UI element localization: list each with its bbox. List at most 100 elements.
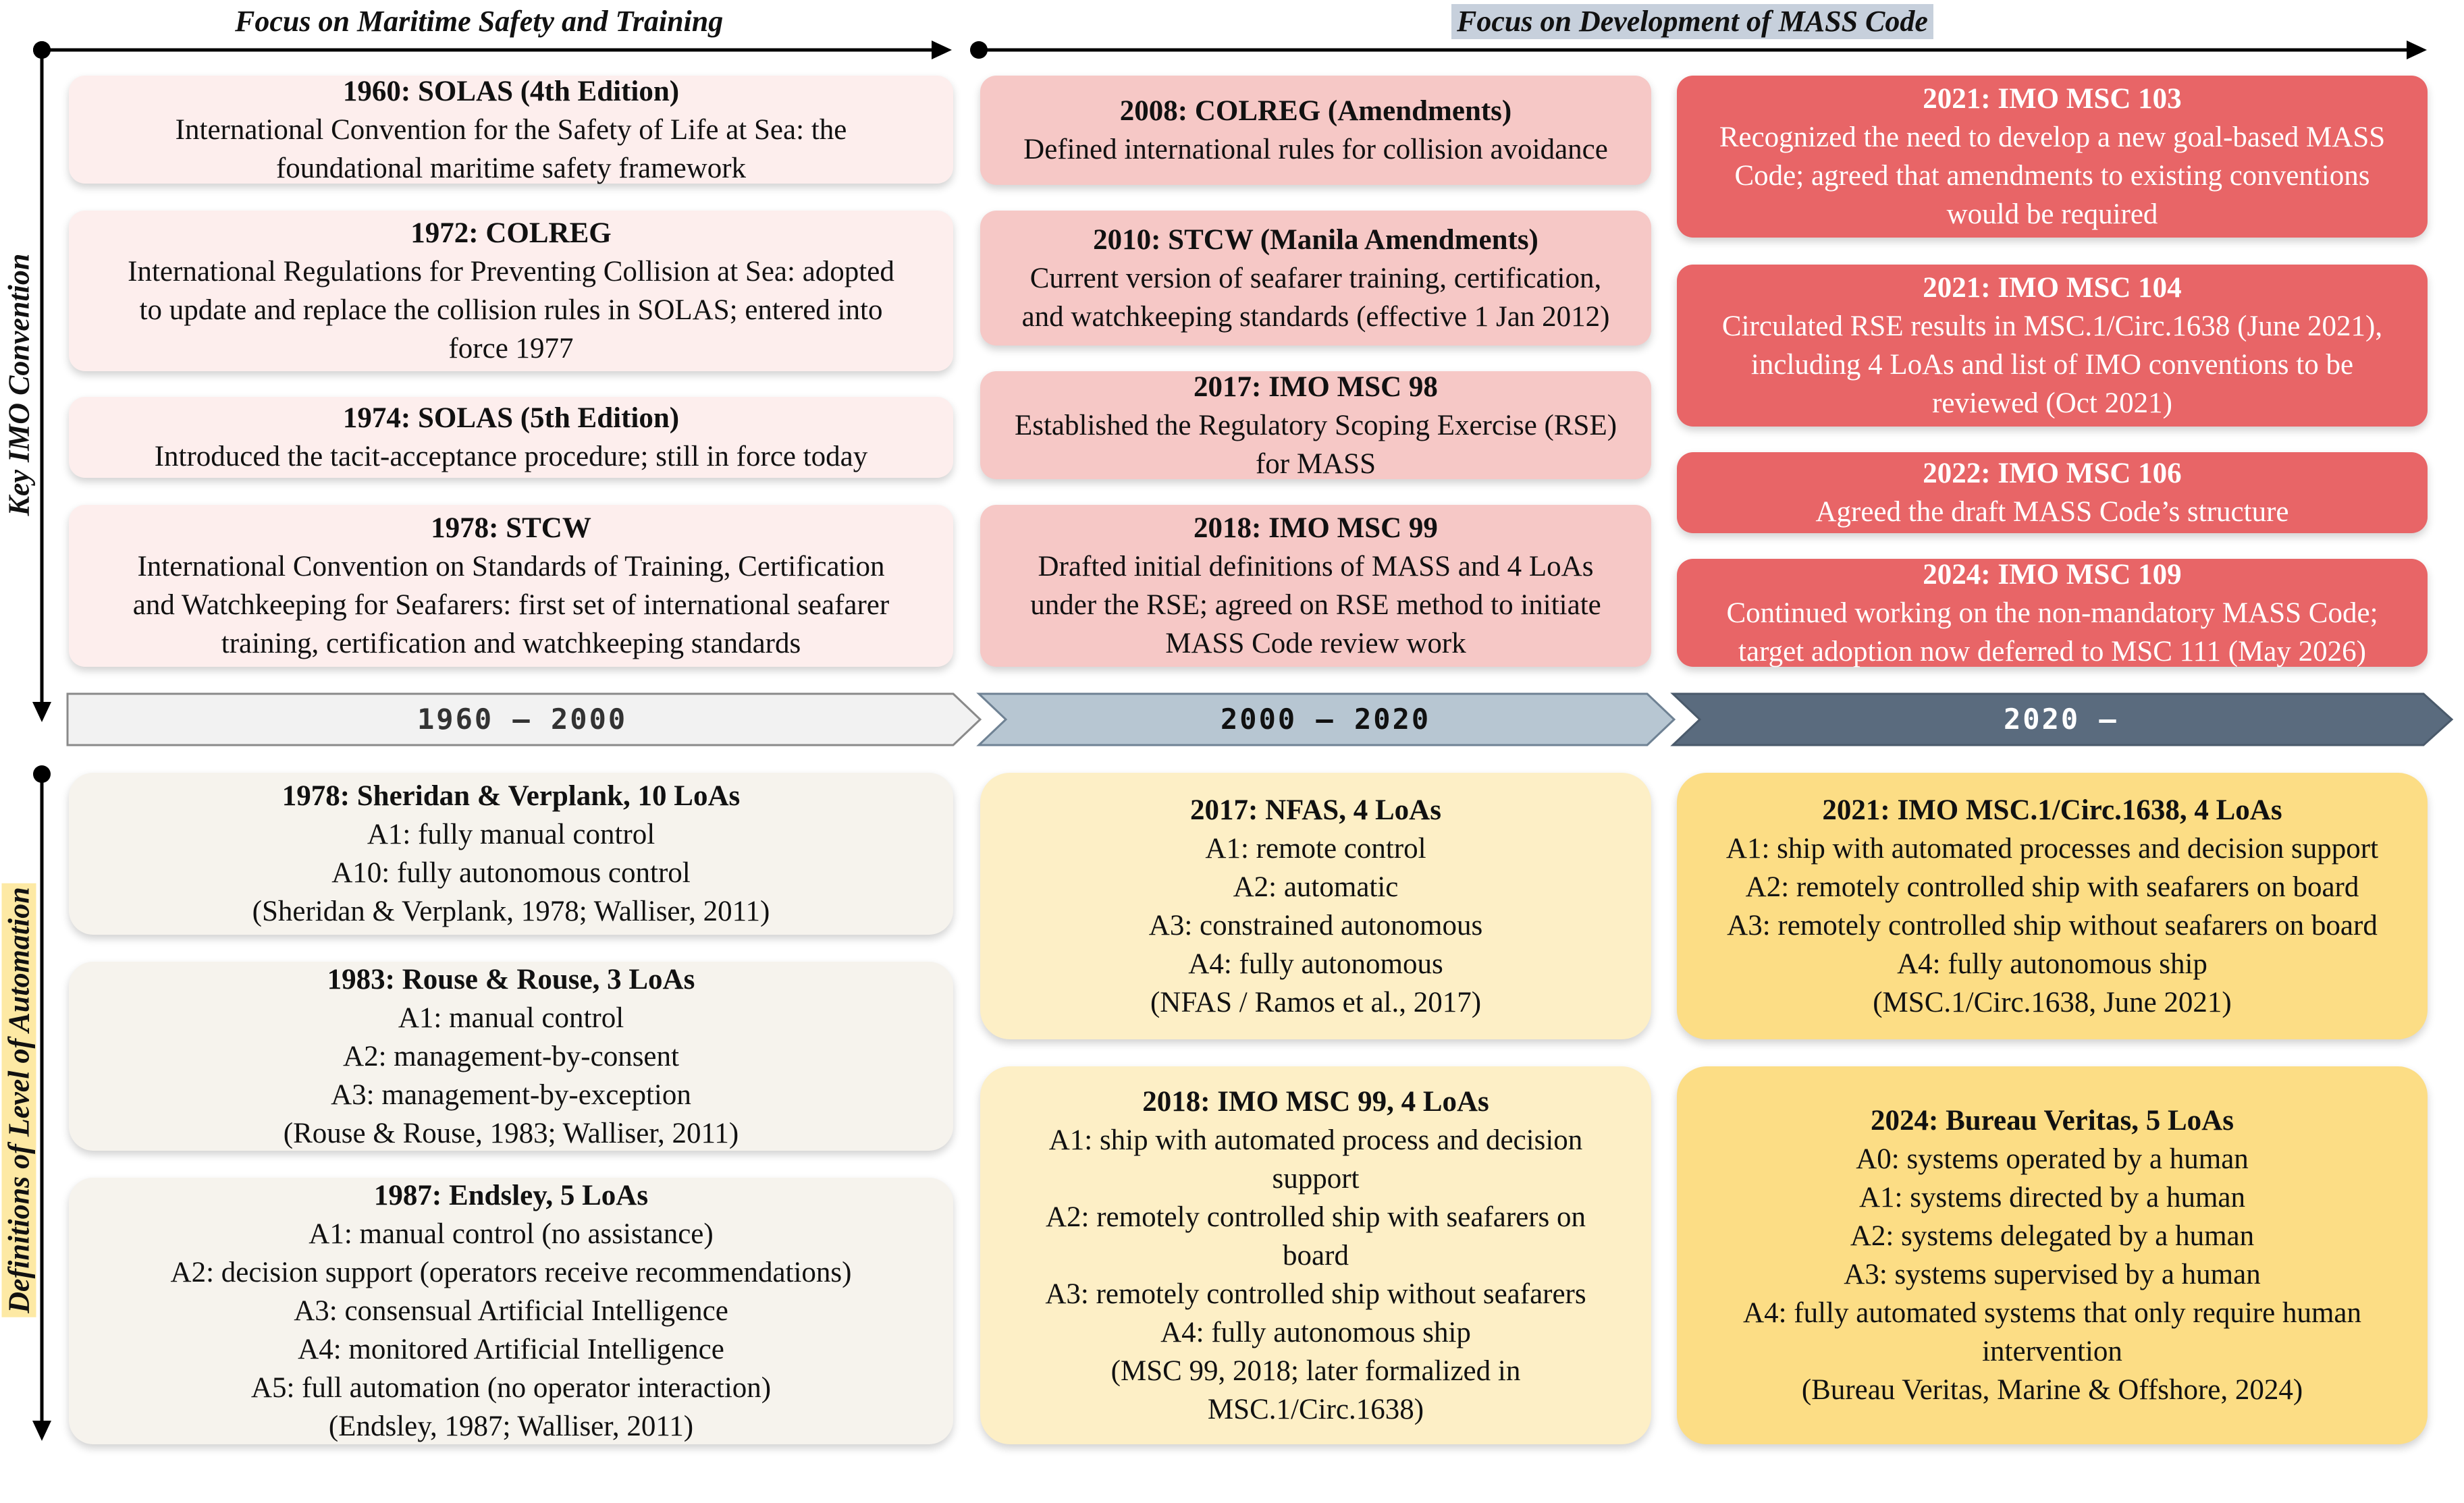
convention-box-2024-msc109: 2024: IMO MSC 109 Continued working on t… bbox=[1677, 559, 2428, 667]
box-line: A1: manual control bbox=[398, 1002, 624, 1034]
box-title: 2024: Bureau Veritas, 5 LoAs bbox=[1871, 1105, 2234, 1137]
box-line: foundational maritime safety framework bbox=[275, 152, 747, 184]
box-line: Recognized the need to develop a new goa… bbox=[1719, 121, 2386, 153]
box-line: International Convention for the Safety … bbox=[175, 113, 847, 146]
box-title: 2021: IMO MSC 103 bbox=[1923, 83, 2182, 115]
box-line: A2: management-by-consent bbox=[343, 1040, 679, 1072]
box-line: and Watchkeeping for Seafarers: first se… bbox=[132, 589, 890, 621]
convention-box-2022-msc106: 2022: IMO MSC 106 Agreed the draft MASS … bbox=[1677, 452, 2428, 533]
automation-box-1978-sheridan: 1978: Sheridan & Verplank, 10 LoAs A1: f… bbox=[69, 773, 953, 935]
box-line: A4: fully automated systems that only re… bbox=[1743, 1297, 2361, 1329]
box-line: A2: decision support (operators receive … bbox=[170, 1257, 852, 1288]
box-title: 1978: Sheridan & Verplank, 10 LoAs bbox=[282, 780, 741, 812]
era-label-1: 1960 – 2000 bbox=[417, 703, 628, 736]
box-title: 1983: Rouse & Rouse, 3 LoAs bbox=[327, 963, 695, 995]
convention-box-2021-msc104: 2021: IMO MSC 104 Circulated RSE results… bbox=[1677, 265, 2428, 427]
side-top-arrow bbox=[32, 41, 51, 722]
box-line: Drafted initial definitions of MASS and … bbox=[1038, 551, 1594, 582]
convention-box-2017-msc98: 2017: IMO MSC 98 Established the Regulat… bbox=[980, 371, 1651, 480]
box-line: and watchkeeping standards (effective 1 … bbox=[1021, 300, 1610, 333]
top-right-heading: Focus on Development of MASS Code bbox=[1451, 4, 1933, 39]
box-line: A3: systems supervised by a human bbox=[1844, 1259, 2261, 1290]
box-line: would be required bbox=[1946, 198, 2158, 230]
box-line: A3: consensual Artificial Intelligence bbox=[294, 1295, 728, 1327]
top-right-arrow bbox=[970, 40, 2427, 59]
box-line: MASS Code review work bbox=[1165, 628, 1466, 659]
top-left-heading: Focus on Maritime Safety and Training bbox=[235, 5, 724, 38]
box-line: A5: full automation (no operator interac… bbox=[250, 1372, 772, 1404]
automation-box-2024-bureau-veritas: 2024: Bureau Veritas, 5 LoAs A0: systems… bbox=[1677, 1066, 2428, 1444]
convention-box-2021-msc103: 2021: IMO MSC 103 Recognized the need to… bbox=[1677, 76, 2428, 238]
box-title: 2010: STCW (Manila Amendments) bbox=[1093, 223, 1538, 256]
era-label-2: 2000 – 2020 bbox=[1221, 703, 1431, 736]
box-line: A1: manual control (no assistance) bbox=[309, 1218, 714, 1250]
box-title: 2018: IMO MSC 99, 4 LoAs bbox=[1142, 1085, 1489, 1118]
box-line: (Bureau Veritas, Marine & Offshore, 2024… bbox=[1801, 1374, 2303, 1406]
box-line: A4: fully autonomous ship bbox=[1160, 1316, 1471, 1348]
side-bottom-arrow bbox=[32, 765, 51, 1441]
box-line: Current version of seafarer training, ce… bbox=[1029, 262, 1602, 294]
box-line: A4: fully autonomous ship bbox=[1897, 948, 2207, 980]
box-line: for MASS bbox=[1255, 447, 1376, 480]
box-title: 1974: SOLAS (5th Edition) bbox=[342, 402, 680, 434]
box-line: A2: systems delegated by a human bbox=[1850, 1220, 2255, 1252]
box-line: Continued working on the non-mandatory M… bbox=[1726, 597, 2378, 629]
convention-box-1978-stcw: 1978: STCW International Convention on S… bbox=[69, 505, 953, 667]
box-title: 2017: IMO MSC 98 bbox=[1194, 371, 1438, 403]
box-line: Code; agreed that amendments to existing… bbox=[1734, 160, 2370, 192]
automation-box-1983-rouse: 1983: Rouse & Rouse, 3 LoAs A1: manual c… bbox=[69, 962, 953, 1151]
side-heading-automation: Definitions of Level of Automation bbox=[1, 883, 36, 1317]
box-title: 1972: COLREG bbox=[410, 217, 612, 249]
box-line: Defined international rules for collisio… bbox=[1023, 134, 1608, 165]
box-line: support bbox=[1272, 1162, 1360, 1195]
box-line: Agreed the draft MASS Code’s structure bbox=[1815, 496, 2289, 528]
box-line: board bbox=[1283, 1239, 1349, 1272]
box-title: 1960: SOLAS (4th Edition) bbox=[342, 75, 680, 107]
box-title: 1978: STCW bbox=[431, 512, 591, 544]
box-title: 2008: COLREG (Amendments) bbox=[1119, 95, 1512, 127]
box-line: intervention bbox=[1982, 1336, 2122, 1367]
box-line: A2: remotely controlled ship with seafar… bbox=[1045, 1201, 1586, 1233]
era-label-3: 2020 – bbox=[2004, 703, 2118, 736]
box-line: Circulated RSE results in MSC.1/Circ.163… bbox=[1721, 310, 2383, 342]
era-chevron-3 bbox=[1670, 692, 2454, 746]
box-line: including 4 LoAs and list of IMO convent… bbox=[1750, 349, 2354, 381]
box-line: A2: remotely controlled ship with seafar… bbox=[1745, 871, 2359, 903]
convention-box-1974-solas: 1974: SOLAS (5th Edition) Introduced the… bbox=[69, 397, 953, 478]
side-heading-conventions: Key IMO Convention bbox=[2, 253, 36, 516]
automation-box-2021-circ1638: 2021: IMO MSC.1/Circ.1638, 4 LoAs A1: sh… bbox=[1677, 773, 2428, 1039]
box-line: A3: constrained autonomous bbox=[1148, 909, 1483, 941]
box-line: Introduced the tacit-acceptance procedur… bbox=[154, 441, 868, 472]
box-line: A1: ship with automated process and deci… bbox=[1048, 1124, 1583, 1156]
box-title: 2024: IMO MSC 109 bbox=[1923, 558, 2182, 591]
convention-box-2008-colreg: 2008: COLREG (Amendments) Defined intern… bbox=[980, 76, 1651, 185]
box-line: (MSC.1/Circ.1638, June 2021) bbox=[1873, 986, 2232, 1018]
convention-box-1960-solas: 1960: SOLAS (4th Edition) International … bbox=[69, 76, 953, 184]
box-line: A1: systems directed by a human bbox=[1858, 1182, 2246, 1213]
top-left-arrow bbox=[33, 40, 952, 59]
box-title: 2021: IMO MSC.1/Circ.1638, 4 LoAs bbox=[1822, 794, 2282, 826]
box-line: target adoption now deferred to MSC 111 … bbox=[1738, 635, 2366, 667]
box-line: reviewed (Oct 2021) bbox=[1932, 387, 2172, 419]
automation-box-1987-endsley: 1987: Endsley, 5 LoAs A1: manual control… bbox=[69, 1178, 953, 1444]
automation-box-2018-msc99: 2018: IMO MSC 99, 4 LoAs A1: ship with a… bbox=[980, 1066, 1651, 1444]
box-line: (NFAS / Ramos et al., 2017) bbox=[1150, 986, 1482, 1018]
box-line: to update and replace the collision rule… bbox=[139, 294, 883, 326]
automation-box-2017-nfas: 2017: NFAS, 4 LoAs A1: remote control A2… bbox=[980, 773, 1651, 1039]
box-line: International Regulations for Preventing… bbox=[128, 256, 894, 288]
box-line: A3: remotely controlled ship without sea… bbox=[1727, 909, 2378, 941]
box-line: Established the Regulatory Scoping Exerc… bbox=[1014, 409, 1617, 441]
box-line: force 1977 bbox=[448, 333, 574, 364]
era-chevron-2 bbox=[976, 692, 1676, 746]
box-title: 2017: NFAS, 4 LoAs bbox=[1190, 794, 1441, 826]
box-line: training, certification and watchkeeping… bbox=[221, 628, 801, 659]
convention-box-1972-colreg: 1972: COLREG International Regulations f… bbox=[69, 211, 953, 371]
convention-box-2010-stcw: 2010: STCW (Manila Amendments) Current v… bbox=[980, 211, 1651, 346]
convention-box-2018-msc99: 2018: IMO MSC 99 Drafted initial definit… bbox=[980, 505, 1651, 667]
box-title: 2021: IMO MSC 104 bbox=[1923, 272, 2182, 304]
box-title: 2018: IMO MSC 99 bbox=[1194, 512, 1438, 544]
box-line: A10: fully autonomous control bbox=[331, 857, 691, 889]
box-line: A0: systems operated by a human bbox=[1856, 1143, 2249, 1175]
box-line: (Endsley, 1987; Walliser, 2011) bbox=[328, 1411, 694, 1442]
